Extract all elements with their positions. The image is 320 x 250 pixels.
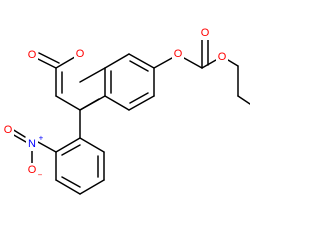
atom-label-backdrop <box>199 26 211 40</box>
structure-canvas: O O O O O N + <box>2 26 250 195</box>
bond <box>61 144 81 156</box>
atom-labels: O O O O O N + <box>2 26 228 180</box>
bond <box>201 59 217 69</box>
bond <box>227 59 239 67</box>
bond <box>104 53 130 69</box>
bond <box>104 95 130 111</box>
lactone-carbonyl-oxygen-atom: O <box>26 48 38 62</box>
nitro-oxygen-bottom-label: O <box>28 164 37 176</box>
atom-label-backdrop <box>74 47 86 61</box>
atom-label-backdrop <box>2 123 14 137</box>
bonds <box>11 39 250 195</box>
bond <box>55 179 81 195</box>
ester-oxygen-atom: O <box>216 50 228 64</box>
bond <box>129 60 149 72</box>
ring-oxygen-label: O <box>76 48 85 60</box>
bond <box>11 133 27 143</box>
bond <box>37 141 57 153</box>
bond <box>79 98 100 111</box>
atom-label-backdrop <box>216 50 228 64</box>
atom-label-backdrop <box>172 47 184 61</box>
bond <box>237 95 250 105</box>
bond <box>128 53 155 69</box>
nitro-oxygen-top-label: O <box>4 124 13 136</box>
bond <box>153 57 173 69</box>
ester-oxygen-label: O <box>218 51 227 63</box>
ether-oxygen-atom: O <box>172 47 184 61</box>
bond <box>79 67 106 83</box>
nitro-nitrogen-charge: + <box>39 134 44 143</box>
bond <box>183 57 203 69</box>
nitro-nitrogen-label: N <box>28 138 36 150</box>
bond <box>129 92 149 104</box>
bond <box>55 95 81 111</box>
atom-label-backdrop <box>26 48 38 62</box>
bond <box>79 137 105 153</box>
ring-oxygen-atom: O <box>74 47 86 61</box>
atom-label-backdrop <box>26 163 38 177</box>
ester-carbonyl-oxygen-label: O <box>201 27 210 39</box>
bond <box>38 52 60 64</box>
lactone-carbonyl-oxygen-label: O <box>28 49 37 61</box>
bond <box>35 57 57 69</box>
nitro-oxygen-bottom-atom: O − <box>26 163 43 180</box>
bond <box>11 128 26 138</box>
atom-label-backdrop <box>26 137 38 151</box>
bond <box>79 179 105 195</box>
bond <box>61 176 81 188</box>
ester-carbonyl-oxygen-atom: O <box>199 26 211 40</box>
nitro-oxygen-top-atom: O <box>2 123 14 137</box>
ether-oxygen-label: O <box>174 48 183 60</box>
molecule-structure: O O O O O N + <box>2 26 250 195</box>
nitro-nitrogen-atom: N + <box>26 134 44 151</box>
nitro-oxygen-bottom-charge: − <box>38 171 43 180</box>
bond <box>55 137 81 153</box>
bond <box>128 95 155 111</box>
